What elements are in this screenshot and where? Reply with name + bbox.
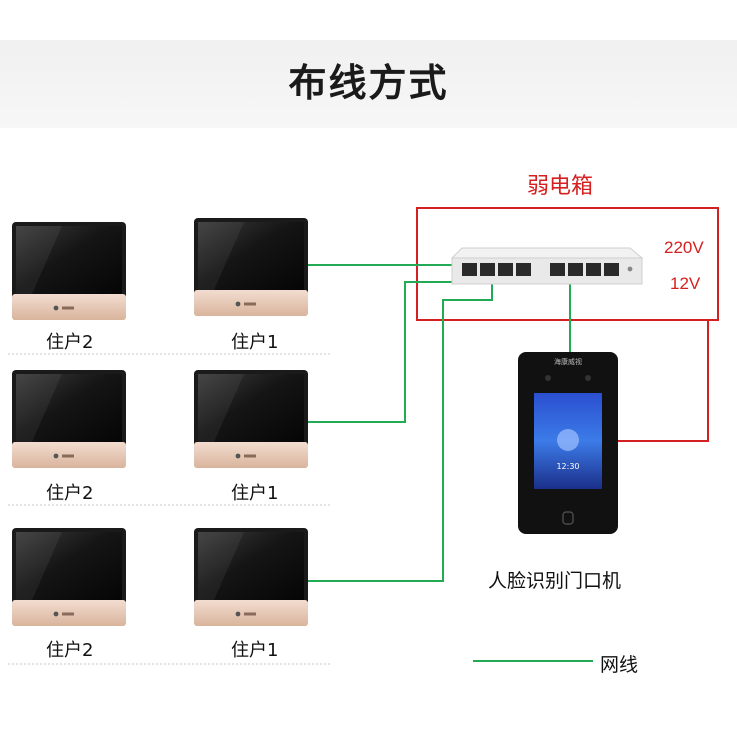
switch-port [516,263,531,276]
resident-label: 住户1 [231,483,279,504]
switch-port [462,263,477,276]
network-cables [308,264,571,582]
resident-label: 住户2 [46,640,94,661]
power-indicator [627,266,633,272]
switch-port [480,263,495,276]
camera-lens [585,375,591,381]
network-cable [308,284,493,582]
face-icon [557,429,579,451]
indoor-monitor [12,222,126,320]
network-cable [308,281,455,423]
weak-current-box-label: 弱电箱 [526,174,593,199]
fingerprint-icon [562,511,574,525]
resident-label: 住户2 [46,483,94,504]
indoor-monitor [194,218,308,316]
switch-port [568,263,583,276]
switch-port [550,263,565,276]
power-label-12v: 12V [670,274,701,293]
network-switch [450,247,644,285]
terminal-brand: 海康威视 [554,357,582,366]
switch-port [604,263,619,276]
indoor-monitor [12,528,126,626]
power-label-220v: 220V [664,238,704,257]
indoor-monitor [12,370,126,468]
indoor-monitor [194,528,308,626]
resident-label: 住户2 [46,332,94,353]
power-cable [618,320,709,442]
page-title: 布线方式 [288,61,449,105]
camera-lens [545,375,551,381]
resident-label: 住户1 [231,640,279,661]
switch-port [498,263,513,276]
indoor-monitor [194,370,308,468]
face-recognition-terminal: 海康威视 12:30 [518,352,618,534]
resident-label: 住户1 [231,332,279,353]
terminal-time: 12:30 [556,462,579,471]
legend-label: 网线 [600,654,639,676]
face-terminal-label: 人脸识别门口机 [488,570,622,592]
title-band [0,40,737,128]
switch-port [586,263,601,276]
